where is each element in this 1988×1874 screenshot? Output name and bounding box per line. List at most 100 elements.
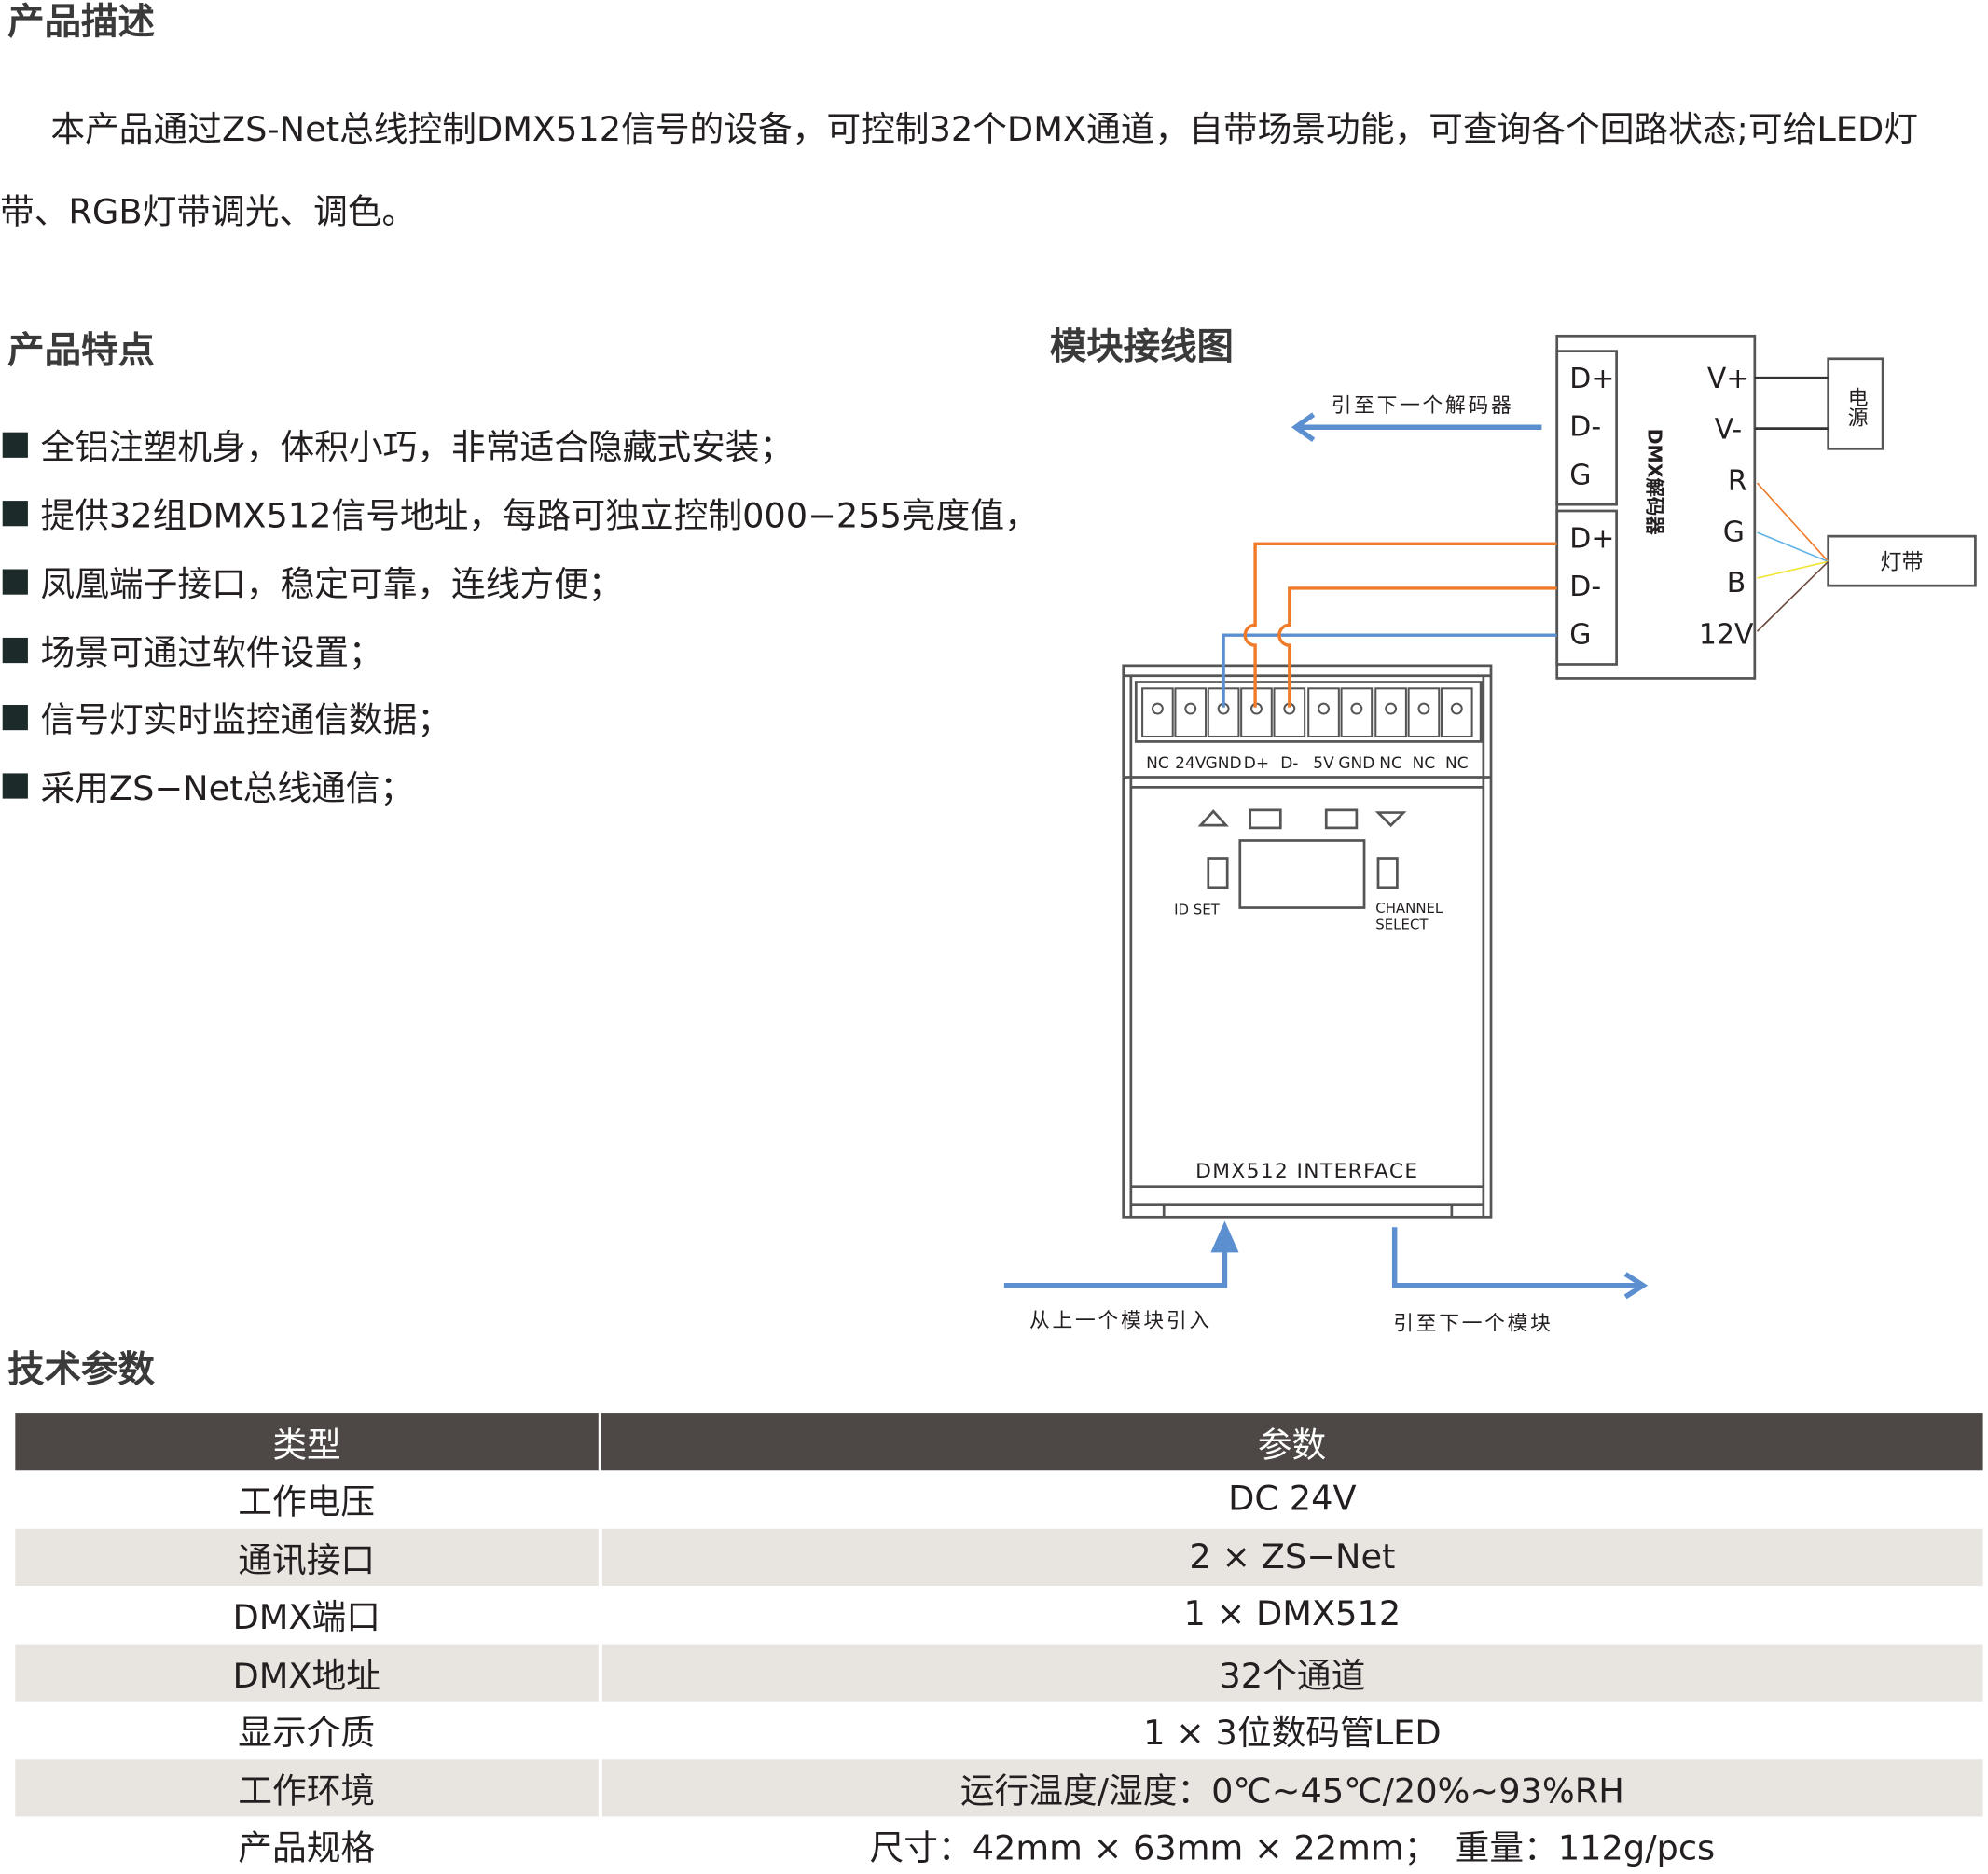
feature-text: 采用ZS−Net总线通信； bbox=[40, 769, 415, 809]
spec-type-cell: 工作环境 bbox=[15, 1758, 601, 1817]
pin-label: V+ bbox=[1707, 363, 1750, 395]
bullet-square-icon bbox=[2, 431, 28, 458]
terminal-screw-icon bbox=[1385, 702, 1398, 715]
terminal-label: 5V bbox=[1313, 754, 1334, 773]
spec-value-cell: 1 × 3位数码管LED bbox=[598, 1701, 1983, 1759]
pin-label: D+ bbox=[1569, 522, 1614, 555]
feature-text: 信号灯实时监控通信数据； bbox=[40, 700, 452, 741]
description-line-1: 本产品通过ZS-Net总线控制DMX512信号的设备，可控制32个DMX通道，自… bbox=[50, 110, 1918, 150]
wire-gnd bbox=[1222, 633, 1557, 708]
pin-label: B bbox=[1727, 567, 1746, 599]
terminal-label: NC bbox=[1413, 754, 1436, 773]
feature-item: 采用ZS−Net总线通信； bbox=[2, 761, 415, 810]
spec-value-cell: 运行温度/湿度：0℃~45℃/20%~93%RH bbox=[598, 1758, 1983, 1817]
terminal-slot bbox=[1407, 687, 1441, 738]
down-arrow-button-icon bbox=[1374, 811, 1407, 828]
diagram-title: 模块接线图 bbox=[1049, 324, 1235, 368]
spec-type-cell: 通讯接口 bbox=[15, 1528, 601, 1586]
feature-item: 信号灯实时监控通信数据； bbox=[2, 692, 452, 741]
spec-type-cell: 产品规格 bbox=[238, 1829, 376, 1869]
arrow-to-next-module bbox=[1391, 1227, 1649, 1300]
pin-label: G bbox=[1569, 619, 1591, 652]
table-row: 工作环境运行温度/湿度：0℃~45℃/20%~93%RH bbox=[15, 1758, 1983, 1817]
table-header-row: 类型 参数 bbox=[15, 1413, 1983, 1471]
arrow-from-prev-module bbox=[1003, 1220, 1239, 1288]
terminal-label: NC bbox=[1379, 754, 1402, 773]
terminal-label: GND bbox=[1338, 754, 1374, 773]
decoder-label: DMX解码器 bbox=[1644, 429, 1666, 536]
feature-item: 全铝注塑机身，体积小巧，非常适合隐藏式安装； bbox=[2, 420, 794, 469]
column-header: 类型 bbox=[15, 1413, 601, 1471]
terminal-label: D- bbox=[1280, 754, 1298, 773]
bullet-square-icon bbox=[2, 772, 28, 798]
terminal-screw-icon bbox=[1450, 702, 1463, 715]
light-strip-label: 灯带 bbox=[1880, 551, 1923, 575]
terminal-slot bbox=[1174, 687, 1208, 738]
pin-label: G bbox=[1723, 517, 1745, 549]
spec-type-cell: DMX端口 bbox=[232, 1598, 380, 1639]
bullet-square-icon bbox=[2, 568, 28, 595]
section-heading-specs: 技术参数 bbox=[7, 1347, 155, 1391]
spec-type-cell: 显示介质 bbox=[238, 1714, 376, 1754]
table-row: 工作电压 DC 24V bbox=[15, 1470, 1983, 1529]
column-header: 参数 bbox=[598, 1413, 1983, 1471]
description-line-2: 带、RGB灯带调光、调色。 bbox=[0, 192, 417, 232]
pin-label: D+ bbox=[1569, 363, 1614, 395]
channel-select-label: SELECT bbox=[1375, 916, 1429, 933]
pin-label: G bbox=[1569, 459, 1591, 491]
feature-text: 全铝注塑机身，体积小巧，非常适合隐藏式安装； bbox=[40, 428, 794, 468]
terminal-strip bbox=[1134, 681, 1483, 743]
spec-value-cell: DC 24V bbox=[598, 1470, 1983, 1529]
to-next-module-label: 引至下一个模块 bbox=[1393, 1312, 1553, 1335]
button-rect bbox=[1324, 808, 1359, 830]
power-box bbox=[1827, 357, 1884, 450]
terminal-slot bbox=[1141, 687, 1174, 738]
feature-item: 提供32组DMX512信号地址，每路可独立控制000−255亮度值， bbox=[2, 488, 1039, 537]
power-label: 电源 bbox=[1844, 387, 1868, 428]
terminal-label: 24V bbox=[1175, 754, 1207, 773]
id-set-label: ID SET bbox=[1174, 901, 1221, 917]
pin-label: R bbox=[1728, 465, 1747, 498]
feature-item: 场景可通过软件设置； bbox=[2, 625, 383, 674]
device-name: DMX512 INTERFACE bbox=[1195, 1160, 1418, 1183]
channel-select-label: CHANNEL bbox=[1375, 900, 1443, 916]
feature-text: 凤凰端子接口，稳定可靠，连线方便； bbox=[40, 565, 623, 605]
terminal-slot bbox=[1340, 687, 1374, 738]
terminal-screw-icon bbox=[1350, 702, 1363, 715]
terminal-label: NC bbox=[1146, 754, 1169, 773]
decoder-box bbox=[1555, 334, 1757, 680]
table-row: 产品规格尺寸：42mm × 63mm × 22mm； 重量：112g/pcs bbox=[15, 1816, 1983, 1874]
terminal-label: D+ bbox=[1244, 754, 1269, 773]
table-row: DMX端口 1 × DMX512 bbox=[15, 1585, 1983, 1644]
spec-value-cell: 32个通道 bbox=[598, 1643, 1983, 1702]
led-display bbox=[1238, 839, 1366, 909]
terminal-label: GND bbox=[1206, 754, 1242, 773]
wire-d-minus bbox=[1277, 586, 1557, 708]
arrow-to-next-decoder bbox=[1291, 412, 1542, 443]
decoder-terminal-block bbox=[1555, 350, 1618, 506]
feature-text: 场景可通过软件设置； bbox=[40, 633, 383, 674]
terminal-screw-icon bbox=[1417, 702, 1430, 715]
section-heading-description: 产品描述 bbox=[7, 0, 155, 44]
spec-value-cell: 1 × DMX512 bbox=[598, 1585, 1983, 1644]
feature-text: 提供32组DMX512信号地址，每路可独立控制000−255亮度值， bbox=[40, 497, 1039, 537]
wire-d-plus bbox=[1243, 542, 1557, 708]
terminal-slot bbox=[1440, 687, 1473, 738]
terminal-label: NC bbox=[1445, 754, 1469, 773]
spec-type-cell: 工作电压 bbox=[238, 1483, 376, 1523]
up-arrow-button-icon bbox=[1197, 809, 1229, 827]
spec-type-cell: DMX地址 bbox=[15, 1643, 601, 1702]
from-prev-module-label: 从上一个模块引入 bbox=[1029, 1310, 1212, 1333]
feature-item: 凤凰端子接口，稳定可靠，连线方便； bbox=[2, 557, 623, 606]
terminal-screw-icon bbox=[1318, 702, 1330, 715]
bullet-square-icon bbox=[2, 637, 28, 663]
pin-label: 12V bbox=[1699, 619, 1754, 652]
id-set-button bbox=[1207, 857, 1229, 889]
pin-label: D- bbox=[1569, 571, 1601, 603]
terminal-screw-icon bbox=[1151, 702, 1164, 715]
channel-select-button bbox=[1376, 857, 1399, 889]
